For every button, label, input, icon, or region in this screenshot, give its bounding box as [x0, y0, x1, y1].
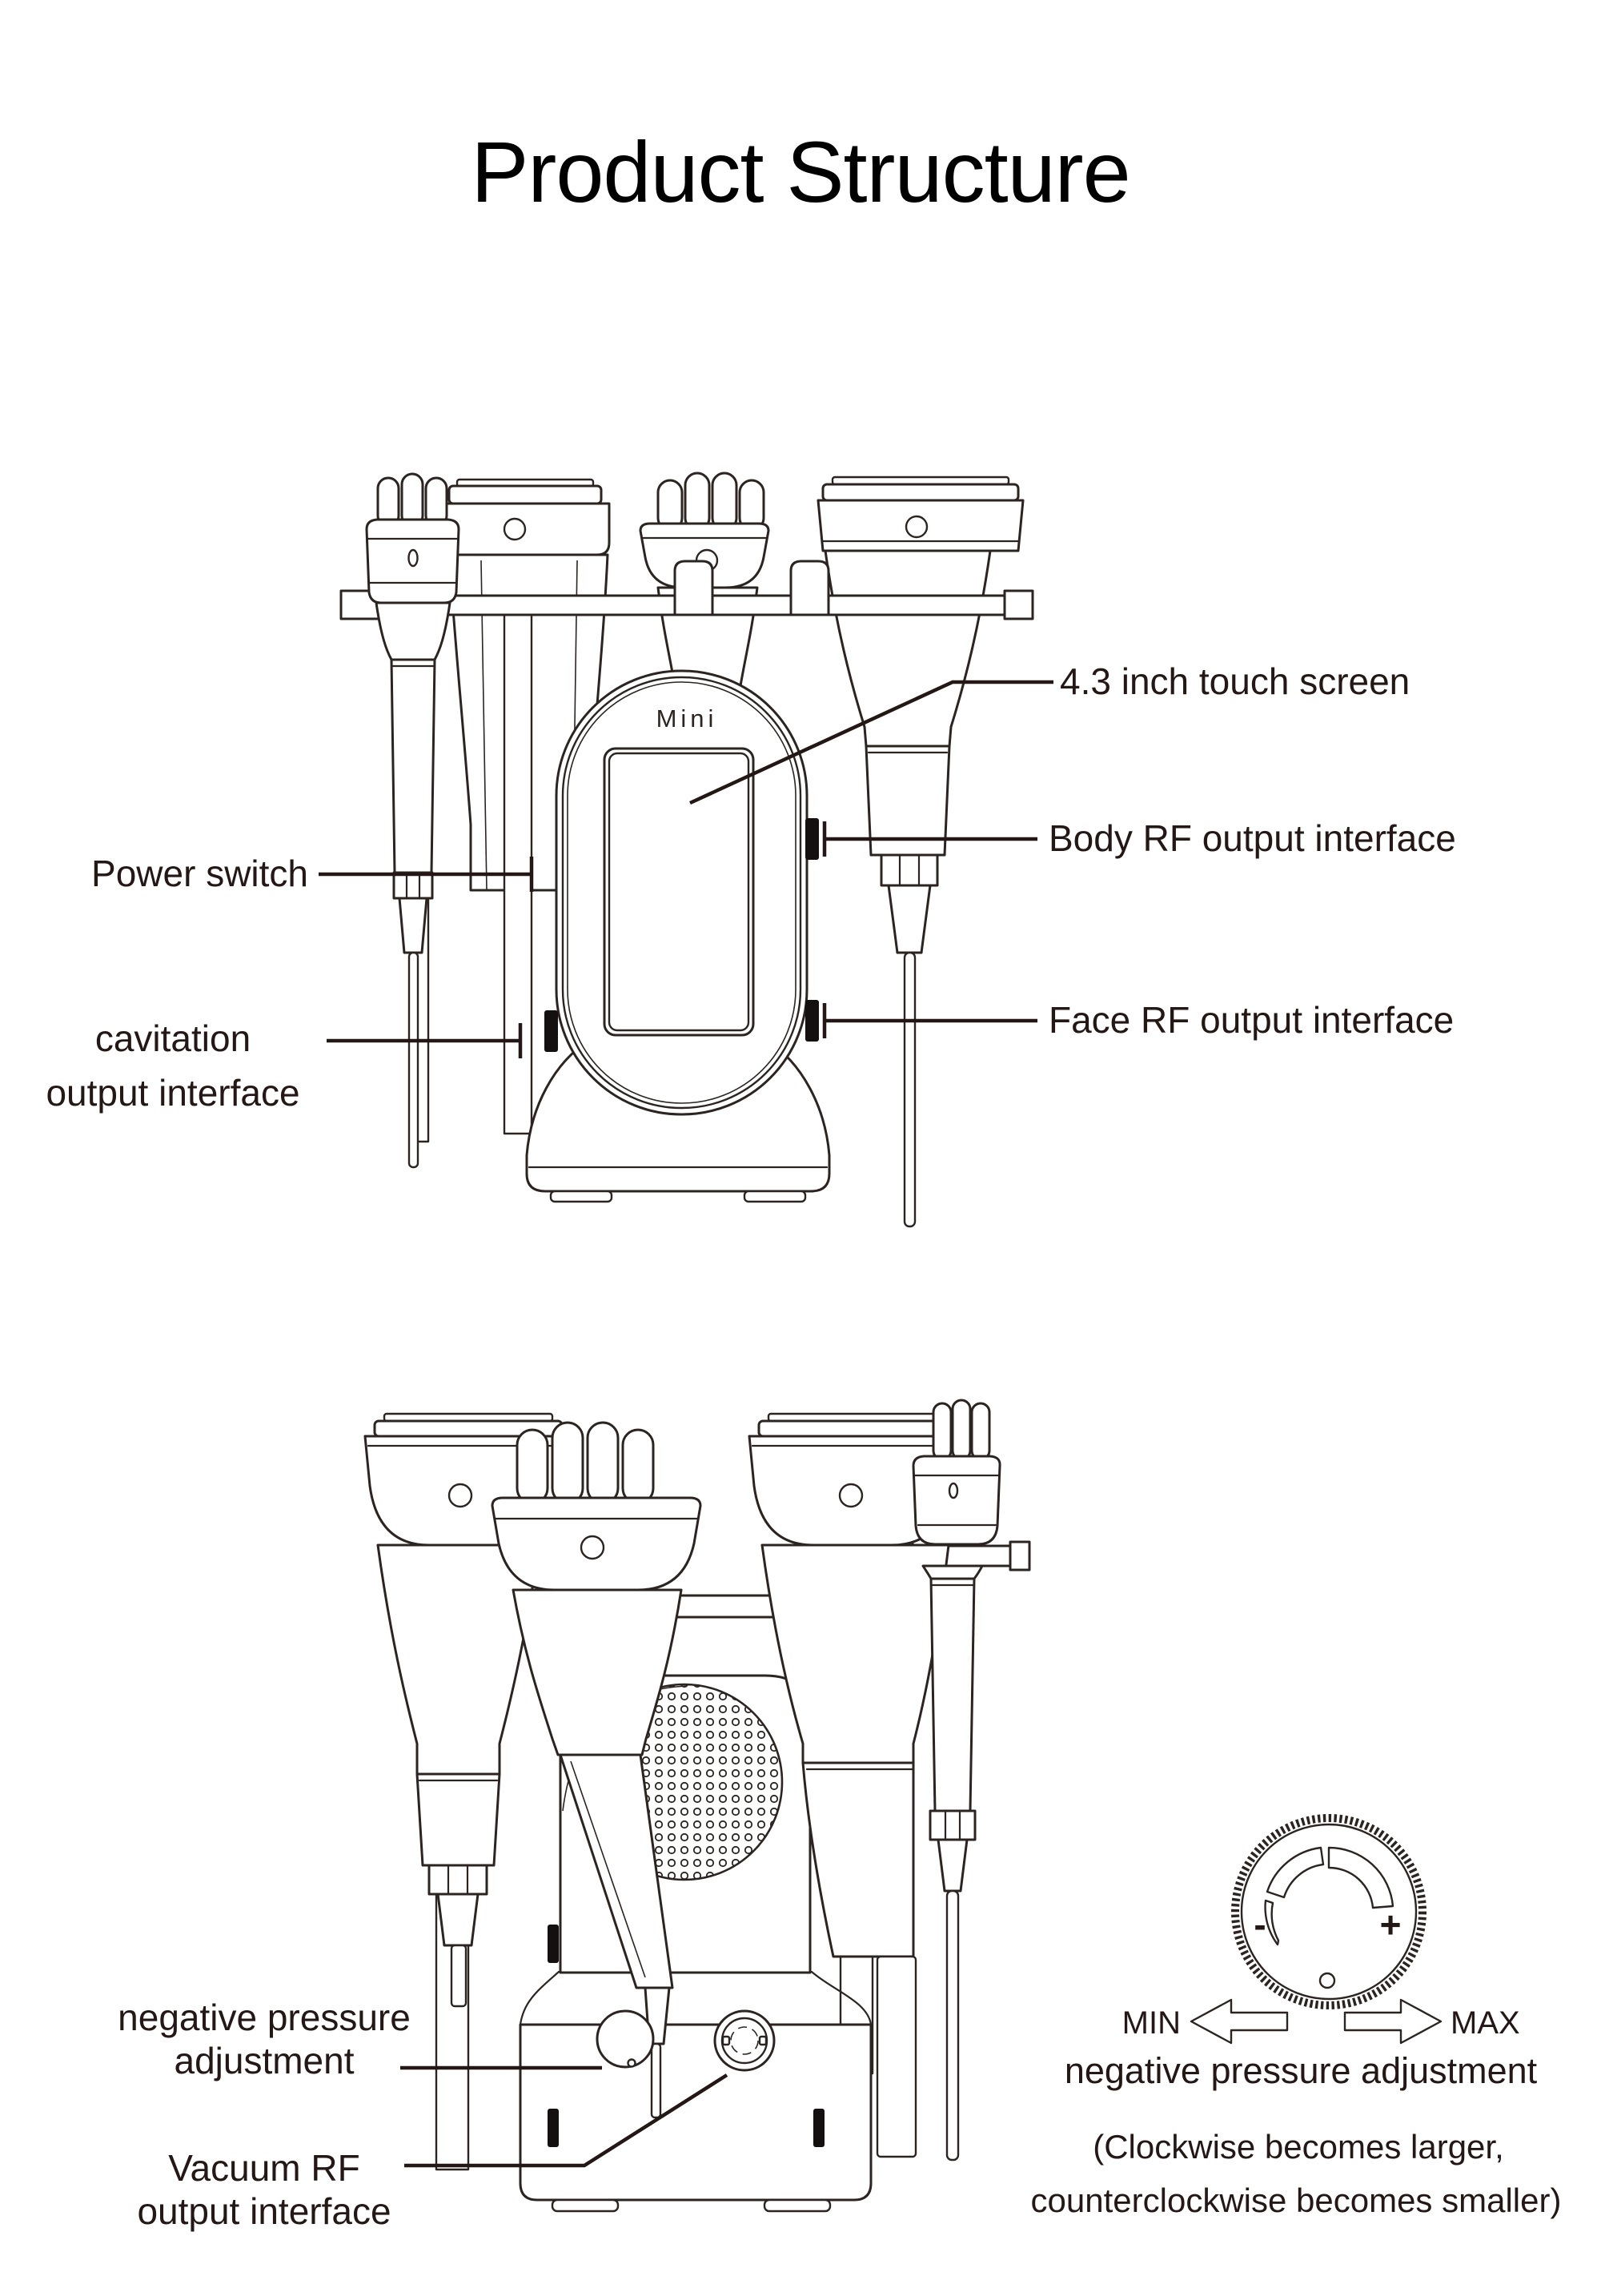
head-hole-icon [905, 515, 929, 539]
dial-index-dot [1318, 1972, 1336, 1989]
cavitation-label-line1: cavitation [95, 1018, 251, 1059]
dial-minus-label: - [1254, 1904, 1266, 1945]
arrow-right-icon [1343, 1998, 1443, 2045]
cable-connector [392, 871, 434, 900]
min-label: MIN [1122, 2005, 1181, 2041]
head-hole-icon [447, 1483, 473, 1508]
cable [876, 1955, 917, 2158]
machine-front: Mini [555, 669, 809, 1116]
handpiece-rack [339, 560, 1034, 620]
dial-level-mid-icon [1266, 1846, 1325, 1899]
cavitation-leader-line [327, 1023, 523, 1058]
rear-port [548, 2109, 559, 2147]
foot [743, 1190, 807, 1203]
negative-pressure-knob [596, 2009, 655, 2069]
roller-hole-icon [580, 1535, 605, 1560]
cable [650, 2042, 662, 2119]
probe-hole-icon [407, 548, 419, 568]
cavitation-label-line2: output interface [46, 1072, 299, 1114]
cable-connector [880, 853, 939, 887]
front-callouts: 4.3 inch touch screen Body RF output int… [46, 660, 1455, 1114]
body-rf-port [805, 818, 819, 860]
cavitation-port [544, 1010, 558, 1052]
power-switch-leader-line [319, 857, 534, 892]
dial-note-line1: (Clockwise becomes larger, [1093, 2128, 1504, 2166]
face-rf-leader-line [822, 1003, 1037, 1038]
negative-pressure-label-line1: negative pressure [118, 1997, 411, 2038]
pressure-dial-detail: - + MIN MAX negative pressure adjustment… [1031, 1814, 1562, 2219]
head-hole-icon [503, 517, 527, 541]
body-rf-label: Body RF output interface [1049, 817, 1456, 859]
handpiece-dome2-rear [748, 1412, 957, 2158]
touch-screen-label: 4.3 inch touch screen [1060, 660, 1410, 702]
max-label: MAX [1451, 2005, 1520, 2041]
dial-plus-label: + [1380, 1904, 1402, 1945]
vacuum-rf-leader-line [404, 2073, 728, 2168]
cable [903, 951, 917, 1228]
handpiece-probe-rear [912, 1399, 1001, 2162]
cable-connector [427, 1864, 488, 1896]
vacuum-rf-label-line2: output interface [137, 2190, 391, 2232]
front-view: Mini 4.3 inch touch screen Body RF outpu… [46, 472, 1456, 1228]
holder-post [789, 560, 830, 616]
handpiece-4prong-rear [491, 1421, 702, 2119]
dial-level-low-icon [1264, 1899, 1280, 1946]
page-title: Product Structure [471, 123, 1130, 220]
face-rf-label: Face RF output interface [1049, 999, 1454, 1041]
body-rf-leader-line [822, 821, 1037, 857]
rear-port [813, 2109, 825, 2147]
cable [945, 1889, 960, 2162]
rear-view: negative pressure adjustment Vacuum RF o… [118, 1399, 1562, 2232]
machine-base-rear [519, 1970, 873, 2213]
head-hole-icon [838, 1483, 864, 1508]
dial-level-high-icon [1327, 1846, 1394, 1909]
holder-post [673, 560, 714, 616]
dial-caption: negative pressure adjustment [1065, 2050, 1538, 2091]
handpiece-dome-front [817, 476, 1025, 1228]
probe-hole-icon [948, 1482, 959, 1499]
rear-port [548, 1925, 559, 1963]
cable [450, 1944, 467, 2008]
foot [549, 1190, 613, 1203]
foot [551, 2198, 620, 2213]
rear-callouts: negative pressure adjustment Vacuum RF o… [118, 1997, 728, 2232]
dial-note-line2: counterclockwise becomes smaller) [1031, 2182, 1562, 2219]
face-rf-port [805, 1000, 819, 1042]
handpiece-probe-front [365, 472, 460, 1169]
device-brand-text: Mini [656, 704, 718, 733]
vacuum-rf-label-line1: Vacuum RF [168, 2147, 359, 2189]
foot [763, 2198, 832, 2213]
power-switch-label: Power switch [91, 853, 308, 894]
vacuum-rf-connector [713, 2009, 776, 2072]
touch-screen-leader-line [689, 680, 1053, 805]
negative-pressure-label-line2: adjustment [174, 2040, 354, 2081]
cable [407, 951, 419, 1169]
knob-indicator-dot [627, 2058, 636, 2068]
cable-connector [929, 1809, 977, 1841]
arrow-left-icon [1190, 1998, 1289, 2045]
